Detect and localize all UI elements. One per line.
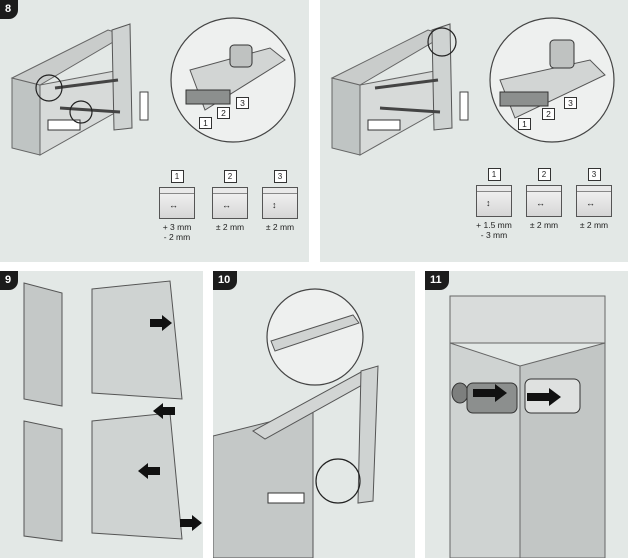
vertical-arrow-icon: ↕: [486, 198, 491, 208]
cabinet-hinge-illustration: [10, 17, 296, 156]
horizontal-arrow-icon: ↔: [536, 198, 545, 208]
cabinet-door-hand-illustration: [23, 280, 202, 542]
callout-2: 2: [217, 107, 230, 119]
adjustment-3: 3 ↕ ± 2 mm: [260, 170, 300, 232]
adjustment-value: ± 2 mm: [529, 220, 559, 230]
cabinet-front-icon: ↕: [262, 187, 298, 219]
adjustment-number: 2: [537, 168, 551, 181]
adjustment-number: 1: [170, 170, 184, 183]
adjustment-2: 2 ↔ ± 2 mm: [210, 170, 250, 232]
callout-3: 3: [236, 97, 249, 109]
step-number-badge: 11: [425, 271, 449, 290]
adjustment-1: 1 ↔ + 3 mm - 2 mm: [157, 170, 197, 242]
adjustment-number: 1: [487, 168, 501, 181]
cabinet-hinge-illustration: [330, 17, 615, 156]
adjustment-value: ± 2 mm: [579, 220, 609, 230]
callout-2: 2: [542, 108, 555, 120]
adjustment-value: ± 2 mm: [215, 222, 245, 232]
adjustment-number: 2: [223, 170, 237, 183]
step-9-panel: 9: [0, 271, 203, 558]
cabinet-front-icon: ↕: [476, 185, 512, 217]
step-number-badge: 10: [213, 271, 238, 290]
adjustment-3: 3 ↔ ± 2 mm: [572, 168, 616, 230]
horizontal-arrow-icon: ↔: [222, 200, 231, 210]
callout-3: 3: [564, 97, 577, 109]
cabinet-front-icon: ↔: [212, 187, 248, 219]
step-number-badge: 8: [0, 0, 19, 19]
step-8-right-panel: 1 2 3 1 ↕ + 1.5 mm - 3 mm 2 ↔ ± 2 mm 3 ↔…: [320, 0, 628, 262]
adjustment-value: ± 2 mm: [265, 222, 295, 232]
step-8-left-panel: 8 1 2 3 1 ↔ + 3 mm - 2 mm 2 ↔ ± 2 mm 3 ↕…: [0, 0, 309, 262]
cover-cap-illustration: [449, 295, 606, 558]
step-10-panel: 10: [213, 271, 415, 558]
callout-1: 1: [518, 118, 531, 130]
adjustment-1: 1 ↕ + 1.5 mm - 3 mm: [472, 168, 516, 240]
adjustment-2: 2 ↔ ± 2 mm: [522, 168, 566, 230]
cabinet-front-icon: ↔: [159, 187, 195, 219]
adjustment-value: + 1.5 mm - 3 mm: [476, 220, 512, 240]
step-number-badge: 9: [0, 271, 19, 290]
adjustment-number: 3: [273, 170, 287, 183]
cabinet-front-icon: ↔: [576, 185, 612, 217]
callout-1: 1: [199, 117, 212, 129]
cabinet-front-icon: ↔: [526, 185, 562, 217]
step-11-panel: 11: [425, 271, 628, 558]
adjustment-value: + 3 mm - 2 mm: [162, 222, 192, 242]
vertical-arrow-icon: ↕: [272, 200, 277, 210]
lift-arm-adjustment-illustration: [213, 288, 379, 558]
horizontal-arrow-icon: ↔: [169, 200, 178, 210]
horizontal-arrow-icon: ↔: [586, 198, 595, 208]
adjustment-number: 3: [587, 168, 601, 181]
